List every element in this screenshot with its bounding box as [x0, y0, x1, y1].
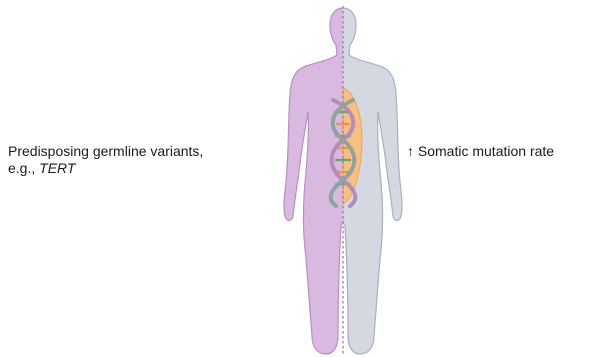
human-body-split-icon — [0, 0, 614, 357]
